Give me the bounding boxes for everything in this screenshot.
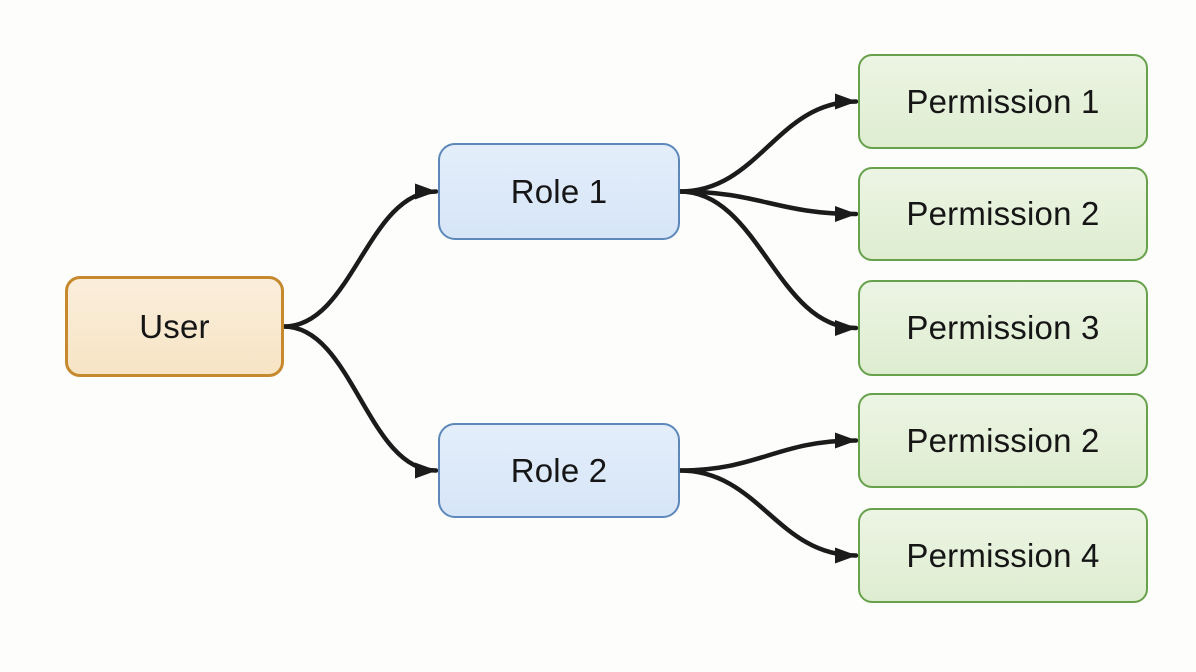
node-p2: Permission 2 <box>858 167 1148 261</box>
edge-role1-to-p1 <box>677 93 859 194</box>
node-label: Permission 2 <box>906 421 1100 459</box>
edge-role2-to-p2b <box>677 432 859 473</box>
edge-role1-to-p2 <box>677 189 859 222</box>
node-label: Permission 2 <box>906 195 1100 232</box>
node-label: Role 2 <box>510 451 608 489</box>
node-label: Permission 3 <box>906 309 1100 346</box>
node-p4: Permission 4 <box>858 508 1148 603</box>
node-role2: Role 2 <box>438 423 680 518</box>
edge-user-to-role2 <box>281 324 439 479</box>
node-p3: Permission 3 <box>858 280 1148 376</box>
node-label: Permission 1 <box>906 82 1100 120</box>
node-label: User <box>139 307 210 345</box>
edge-role2-to-p4 <box>677 468 859 564</box>
node-label: Permission 4 <box>906 536 1100 574</box>
node-label: Role 1 <box>510 172 608 210</box>
node-user: User <box>65 276 284 377</box>
node-role1: Role 1 <box>438 143 680 240</box>
edge-role1-to-p3 <box>677 189 859 336</box>
edge-user-to-role1 <box>281 183 439 329</box>
node-p1: Permission 1 <box>858 54 1148 149</box>
node-p2b: Permission 2 <box>858 393 1148 488</box>
